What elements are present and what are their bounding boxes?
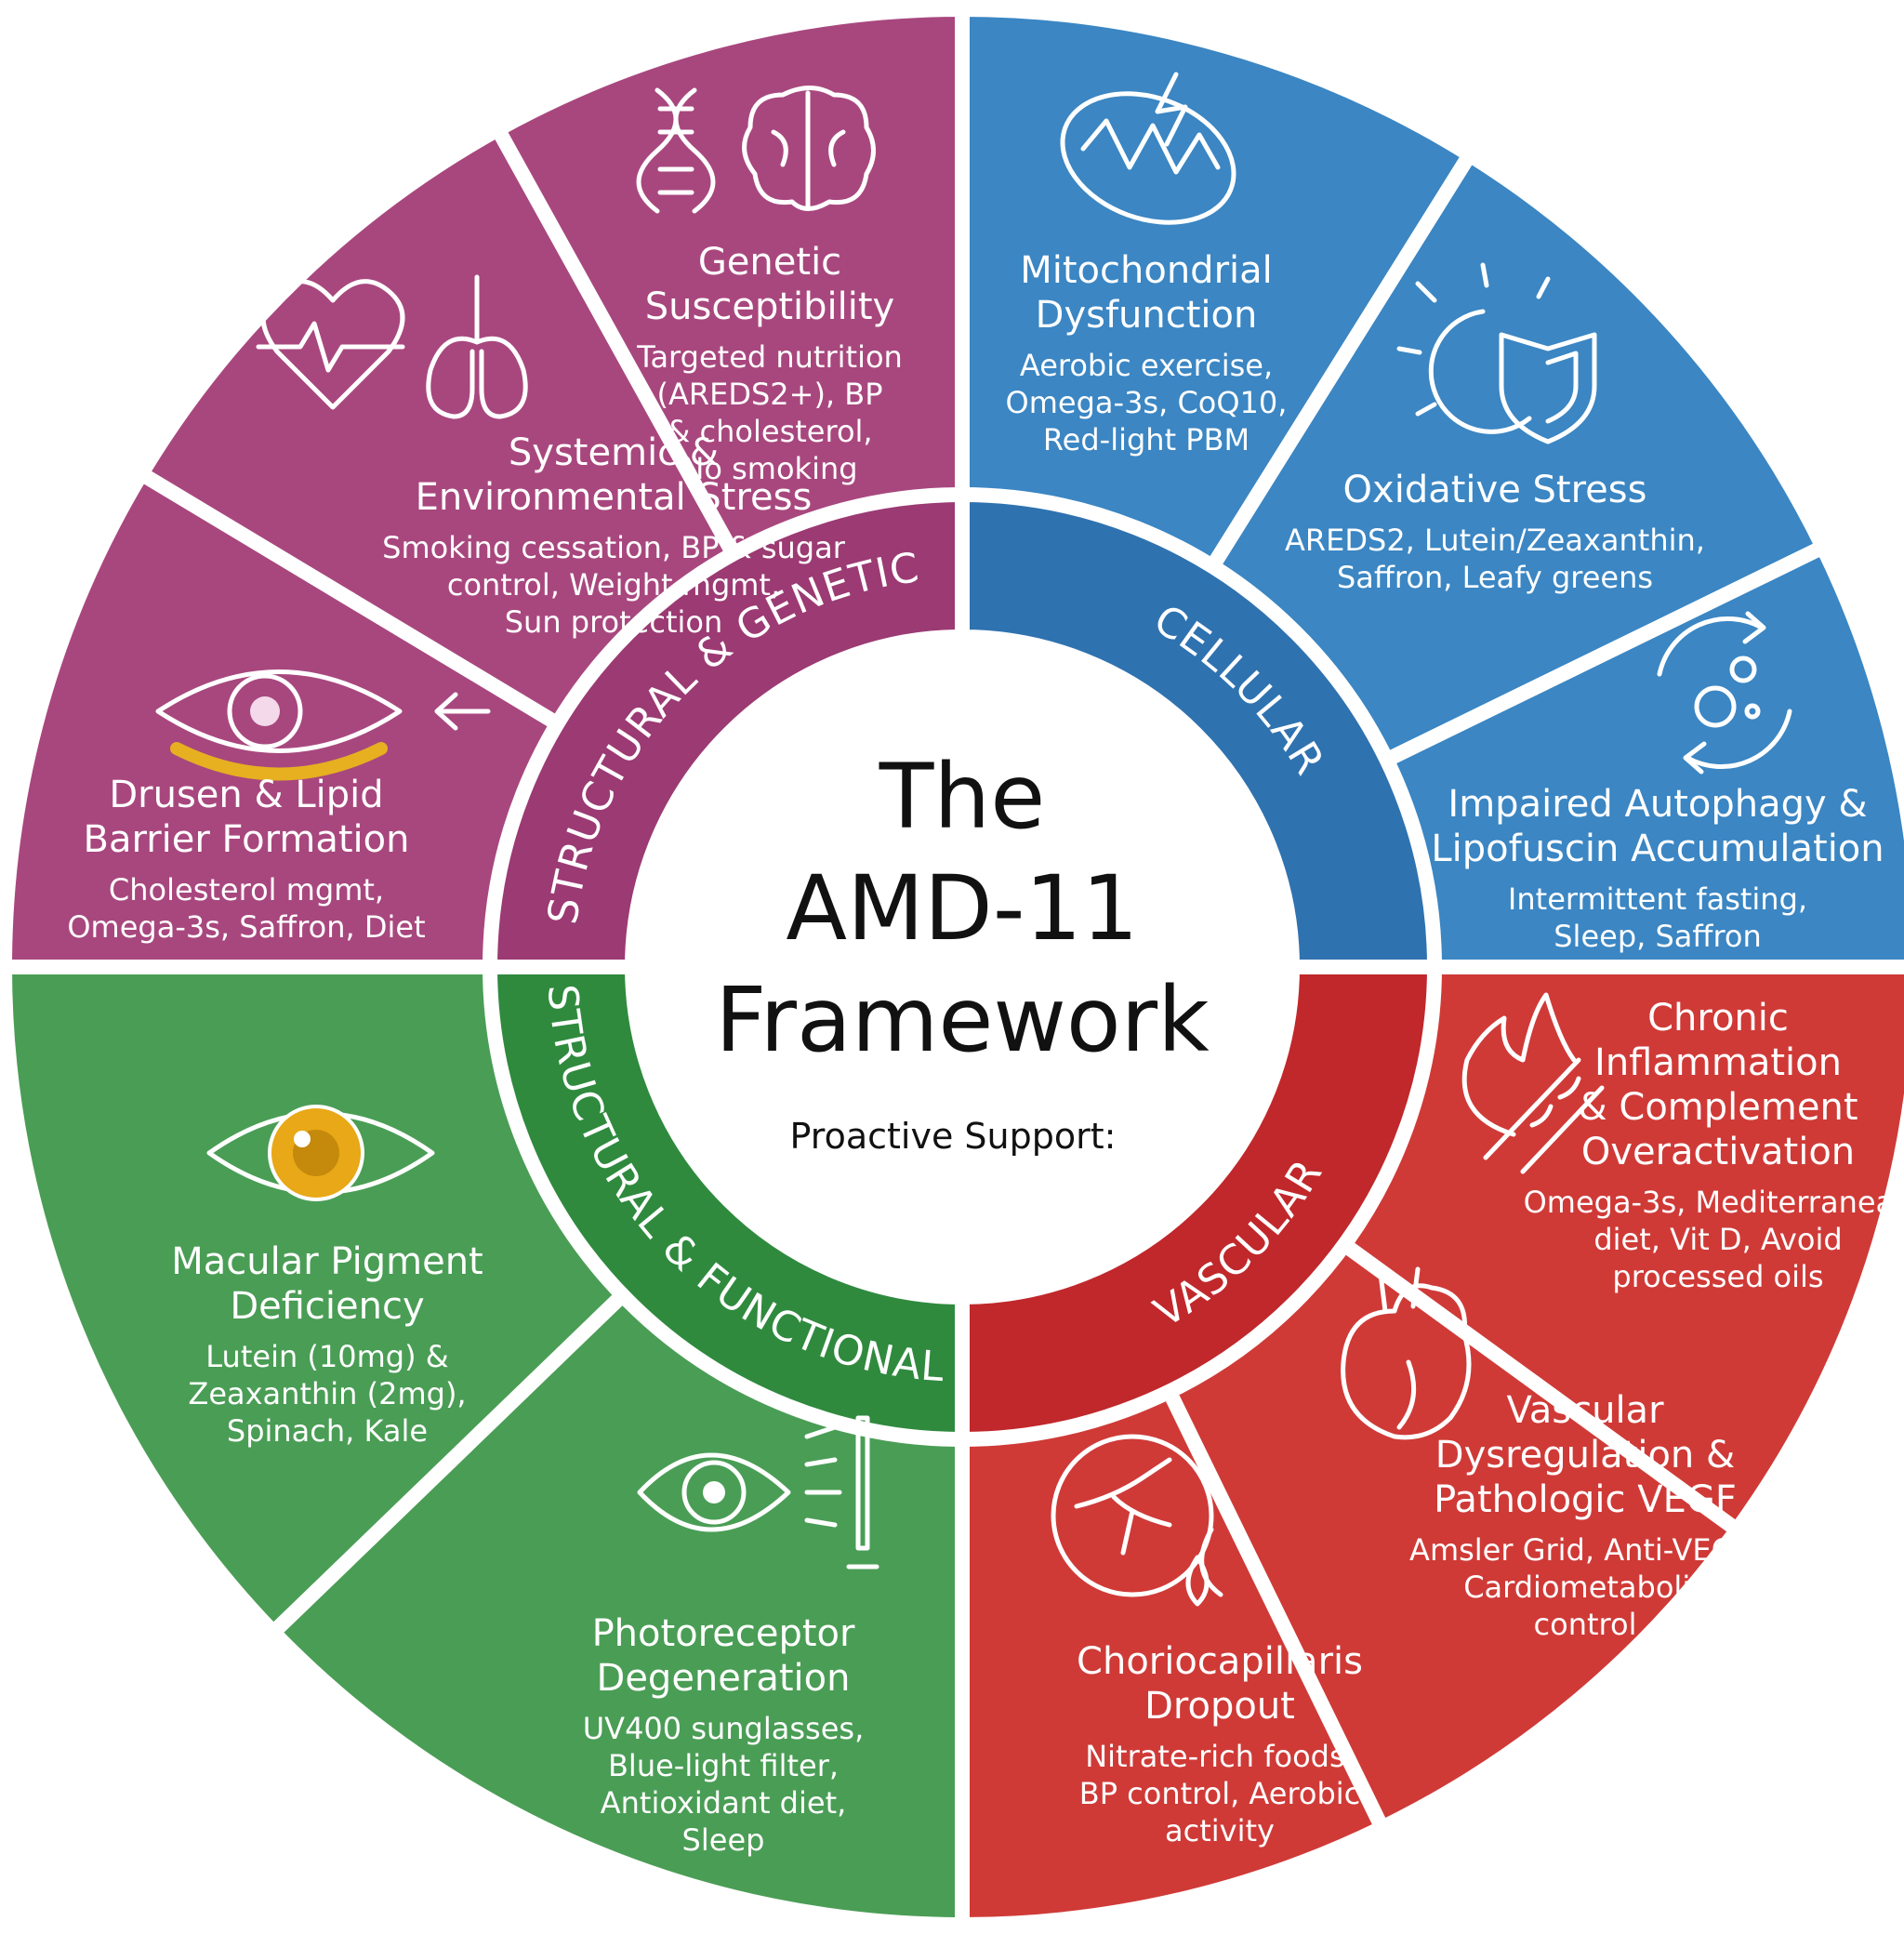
segment-support-line: Blue-light filter,: [608, 1748, 839, 1783]
segment-title-line: Drusen & Lipid: [109, 774, 383, 816]
segment-support-line: BP control, Aerobic: [1079, 1776, 1361, 1811]
hub-circle: [632, 637, 1292, 1297]
hub-subtitle: Proactive Support:: [790, 1116, 1117, 1157]
segment-support-line: Targeted nutrition: [636, 339, 903, 375]
segment-title-line: Dropout: [1144, 1685, 1295, 1728]
hub-text: The AMD-11 Framework Proactive Support:: [715, 745, 1210, 1157]
segment-support-line: (AREDS2+), BP: [656, 377, 882, 412]
segment-support-line: Lutein (10mg) &: [205, 1339, 448, 1374]
segment-title-line: Pathologic VEGF: [1434, 1478, 1737, 1521]
segment-title-line: Deficiency: [230, 1285, 424, 1328]
mitochondria-icon: [1060, 72, 1236, 225]
segment-title-line: Oxidative Stress: [1343, 469, 1647, 511]
segment-title-line: Barrier Formation: [84, 818, 410, 861]
outer-edge: [3, 7, 1904, 1927]
segment-support-line: Smoking cessation, BP & sugar: [382, 530, 846, 565]
segment-support-line: control: [1534, 1607, 1637, 1642]
heart-icon: [1341, 1266, 1472, 1440]
segment-title-line: & Complement: [1579, 1086, 1858, 1129]
segment-support-line: Red-light PBM: [1043, 422, 1250, 457]
segment-support-line: No smoking: [681, 451, 857, 486]
segment-title-line: Dysregulation &: [1435, 1434, 1735, 1477]
segment-support-line: diet, Vit D, Avoid: [1593, 1222, 1842, 1257]
segment-title-line: Vascular: [1506, 1389, 1664, 1432]
segment-6: Impaired Autophagy &Lipofuscin Accumulat…: [1431, 783, 1884, 954]
flame-vessel-icon: [1461, 992, 1605, 1174]
heart-lungs-icon: [256, 274, 528, 419]
segment-support-line: & cholesterol,: [667, 414, 872, 449]
yellow-eye-icon: [206, 1105, 435, 1201]
hub-title-line-3: Framework: [715, 968, 1210, 1072]
segment-title-line: Susceptibility: [645, 285, 894, 328]
segment-support-line: Saffron, Leafy greens: [1337, 560, 1653, 595]
hub-title-line-1: The: [879, 745, 1046, 849]
segment-support-line: control, Weight mgmt,: [447, 567, 780, 603]
segment-support-line: Antioxidant diet,: [601, 1785, 847, 1821]
segment-title-line: Chronic: [1647, 997, 1789, 1040]
segment-icons: [155, 72, 1792, 1607]
segment-support-line: Cholesterol mgmt,: [109, 872, 384, 907]
segment-title-line: Mitochondrial: [1020, 249, 1273, 292]
segment-support-line: Omega-3s, CoQ10,: [1006, 385, 1288, 420]
dna-brain-icon: [636, 86, 876, 214]
sun-shield-icon: [1396, 262, 1597, 444]
segment-support-line: AREDS2, Lutein/Zeaxanthin,: [1285, 523, 1705, 558]
segment-title-line: Choriocapillaris: [1077, 1640, 1363, 1683]
segment-title-line: Overactivation: [1581, 1131, 1855, 1173]
segment-title-line: Genetic: [698, 241, 841, 284]
segment-title-line: Environmental Stress: [416, 476, 813, 519]
recycle-cell-icon: [1657, 611, 1792, 775]
segment-support-line: Sleep: [682, 1822, 765, 1858]
eye-arrow-icon: [155, 669, 491, 781]
segment-support-line: Nitrate-rich foods,: [1085, 1739, 1355, 1774]
segment-title-line: Systemic &: [509, 431, 719, 474]
segment-title-line: Macular Pigment: [171, 1240, 483, 1283]
segment-support-line: Amsler Grid, Anti-VEGF,: [1409, 1532, 1761, 1568]
segment-title-line: Degeneration: [597, 1657, 851, 1700]
segment-support-line: activity: [1165, 1813, 1275, 1848]
segment-support-line: Sleep, Saffron: [1554, 919, 1762, 954]
segment-support-line: processed oils: [1612, 1259, 1823, 1294]
segment-support-line: Zeaxanthin (2mg),: [188, 1376, 466, 1411]
eye-light-icon: [637, 1415, 879, 1570]
segment-title-line: Photoreceptor: [592, 1612, 855, 1655]
segment-title-line: Dysfunction: [1036, 294, 1258, 337]
segment-support-line: UV400 sunglasses,: [583, 1711, 864, 1746]
eye-vessels-icon: [1051, 1434, 1223, 1607]
segment-title-line: Inflammation: [1594, 1041, 1842, 1084]
segment-support-line: Spinach, Kale: [227, 1413, 428, 1449]
segment-title-line: Lipofuscin Accumulation: [1431, 828, 1884, 870]
segment-title-line: Impaired Autophagy &: [1448, 783, 1867, 826]
segment-support-line: Omega-3s, Saffron, Diet: [67, 909, 425, 945]
segment-support-line: Sun protection: [505, 604, 723, 640]
hub-title-line-2: AMD-11: [786, 856, 1138, 960]
segment-support-line: Cardiometabolic: [1463, 1570, 1707, 1605]
segment-support-line: Omega-3s, Mediterranean: [1524, 1185, 1904, 1220]
segment-support-line: Intermittent fasting,: [1508, 881, 1807, 917]
segment-support-line: Aerobic exercise,: [1020, 348, 1273, 383]
